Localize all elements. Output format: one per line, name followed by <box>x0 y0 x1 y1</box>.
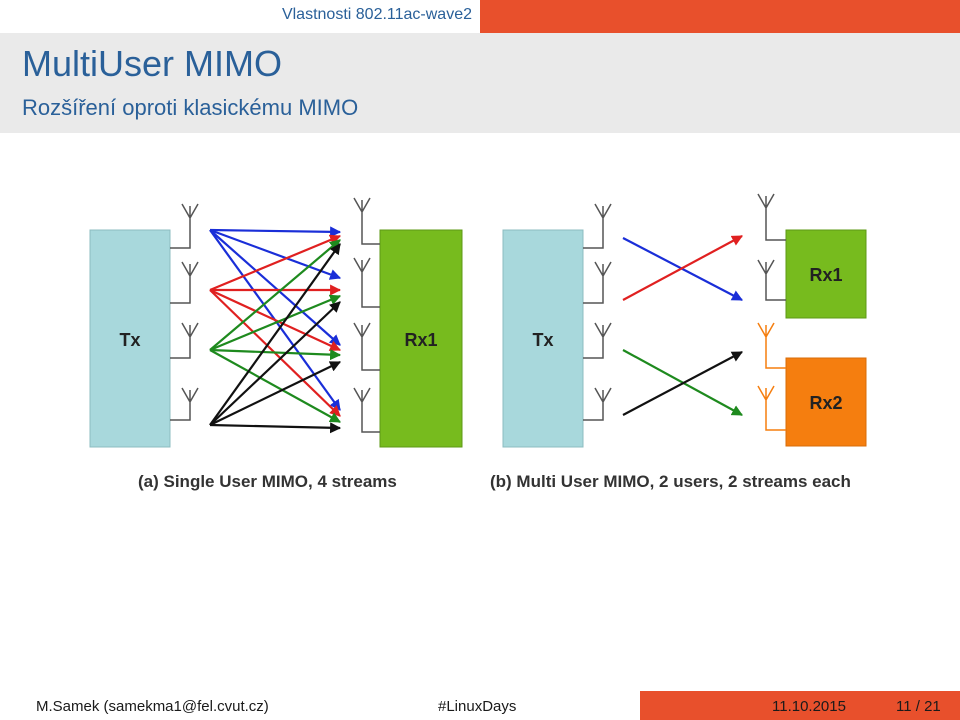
caption-b: (b) Multi User MIMO, 2 users, 2 streams … <box>490 472 851 491</box>
footer-event: #LinuxDays <box>438 698 517 715</box>
header-bar: Vlastnosti 802.11ac-wave2 <box>0 0 960 33</box>
footer-author: M.Samek (samekma1@fel.cvut.cz) <box>36 698 269 715</box>
footer-event-cell: #LinuxDays <box>320 691 640 720</box>
tx-label-a: Tx <box>119 330 140 350</box>
tx-antennas-a <box>170 203 199 421</box>
rx1-label-b: Rx1 <box>809 265 842 285</box>
streams-b <box>622 235 743 416</box>
header-left <box>0 0 480 33</box>
footer-bar: M.Samek (samekma1@fel.cvut.cz) #LinuxDay… <box>0 691 960 720</box>
tx-antennas-b <box>583 203 612 421</box>
rx-antennas-a <box>353 197 380 433</box>
footer-date-cell: 11.10.2015 11 / 21 <box>640 691 960 720</box>
tx-box-b <box>502 229 584 448</box>
header-right <box>480 0 960 33</box>
rx1-label-a: Rx1 <box>404 330 437 350</box>
slide-subtitle: Rozšíření oproti klasickému MIMO <box>22 95 359 120</box>
footer-date: 11.10.2015 <box>772 698 846 715</box>
title-box <box>0 33 960 133</box>
slide-title: MultiUser MIMO <box>22 43 282 84</box>
rx1-antennas-b <box>757 193 786 301</box>
rx2-antennas-b <box>757 322 786 431</box>
tx-box-a <box>89 229 171 448</box>
rx1-box-a <box>379 229 463 448</box>
rx1-box-b <box>785 229 867 319</box>
streams-a <box>209 226 342 434</box>
tx-label-b: Tx <box>532 330 553 350</box>
footer-author-cell: M.Samek (samekma1@fel.cvut.cz) <box>0 691 320 720</box>
rx2-label-b: Rx2 <box>809 393 842 413</box>
footer-page: 11 / 21 <box>896 698 941 715</box>
rx2-box-b <box>785 357 867 447</box>
caption-a: (a) Single User MIMO, 4 streams <box>138 472 397 491</box>
section-title: Vlastnosti 802.11ac-wave2 <box>281 6 472 23</box>
